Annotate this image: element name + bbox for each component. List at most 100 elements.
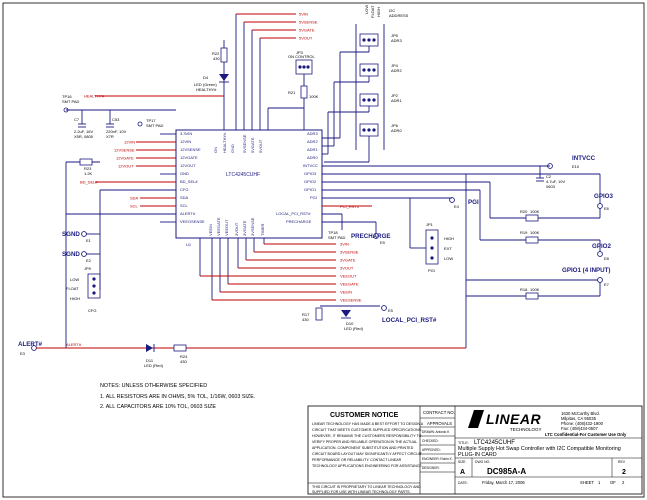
notice-line3: VERIFY PROPER AND RELIABLE OPERATION IN … [312,440,417,444]
addr-line1: Milpitas, CA 95035 [561,416,597,421]
notice-line6: PERFORMANCE OR RELIABILITY. CONTACT LINE… [312,458,402,462]
pin-12vout: 12VOUT [180,163,196,168]
tp16-val: SMT PAD [62,99,80,104]
jp1-ext: EXT [444,246,452,251]
r22-d4-healthy: R22 430 D4 LED (Green) HEALTHY# HEALTHY# [84,40,229,130]
pin-top-gnd: GND [230,144,235,153]
gpio3-name: GPIO3 [594,193,613,200]
notice-line2: HOWEVER, IT REMAINS THE CUSTOMERS RESPON… [312,434,422,438]
pin-precharge: PRECHARGE [286,219,312,224]
addr-float: FLOAT [370,5,375,18]
rev-label: REV [618,460,626,464]
c2-val2: 0603 [546,184,556,189]
pin-gpio3: GPIO3 [304,171,317,176]
addr-line2: Phone: (408)432-1900 [561,421,604,426]
pin-gpio2: GPIO2 [304,179,317,184]
r23-val: 1.2K [84,171,93,176]
tp16-ref: TP16 [62,94,72,99]
pin-gpio1: GPIO1 [304,187,317,192]
jp6-ref: JP6 [391,123,399,128]
net-scl: SCL [130,204,139,209]
title-desc: Multiple Supply Hot Swap Controller with… [458,446,621,452]
notice-line0: LINEAR TECHNOLOGY HAS MADE A BEST EFFORT… [312,422,424,426]
pin-bot-3vout: 3VOUT [234,222,239,236]
contract-no: CONTRACT NO. [423,410,455,415]
address-jumpers: LOW FLOAT HIGH I2C ADDRESS JP5 ADR3 JP4 … [322,5,409,163]
notes-title: NOTES: UNLESS OTHERWISE SPECIFIED [100,383,207,389]
drawn: DRAWN: Antonio K [422,430,450,434]
sheet-label: SHEET [580,480,594,485]
jp9-val: CFG [88,308,96,313]
net-veein: VEEIN [340,290,352,295]
jp9-float: FLOAT [66,286,79,291]
dwg-value: DC985A-A [487,467,526,476]
pin-intvcc: INTVCC [303,163,318,168]
pin-top-healthy: HEALTHY# [222,132,227,153]
net-veesense: VEESENSE [340,298,362,303]
pgi-ref: E4 [454,204,460,209]
net-alert: ALERT# [66,342,82,347]
proprietary-line1: SUPPLIED FOR USE WITH LINEAR TECHNOLOGY … [312,490,411,494]
net-3vout: 3VOUT [340,266,354,271]
ic-part: LTC4245CUHF [226,172,260,178]
intvcc-ref: E10 [572,164,580,169]
pin-local-rst: LOCAL_PCI_RST# [276,211,311,216]
of-value: 2 [622,480,625,485]
sheet-value: 1 [598,480,601,485]
net-5vout: 5VOUT [299,36,313,41]
gpio1-ref: E7 [604,282,610,287]
c2-ref: C2 [546,174,552,179]
sgnd2-ref: E2 [86,258,92,263]
sgnd1-name: SGND [62,231,80,238]
d11-ref: D11 [146,358,154,363]
top-nets: 5VIN 5VSENSE 5VGATE 5VOUT [235,12,318,130]
jp1-high: HIGH [444,236,454,241]
pin-alert: ALERT# [180,211,196,216]
precharge-area: PRECHARGE E9 TP18 SMT PAD [322,221,391,245]
pin-adr2: ADR2 [307,139,318,144]
jp3-ref: JP3 [296,50,304,55]
tp18-ref: TP18 [328,230,338,235]
pin-adr0: ADR0 [307,155,318,160]
net-12vgate: 12VGATE [116,156,134,161]
pin-gnd: GND [180,171,189,176]
pin-top-on: ON [213,147,218,153]
r20-ref: R20 [520,209,528,214]
dwg-label: DWG NO. [475,460,490,464]
r24-ref: R24 [180,354,188,359]
net-pci-rst: PCI_RST# [340,204,360,209]
d10-ref: D10 [346,321,354,326]
net-3vgate: 3VGATE [340,258,356,263]
precharge-name: PRECHARGE [351,233,391,240]
d11-val: LED (Red) [144,363,164,368]
pin-bot-veegate: VEEGATE [216,217,221,236]
logo-text: LINEAR [486,411,542,427]
c53-val2: X7R [106,134,114,139]
pin-12vin: 12VIN [180,139,191,144]
gpio2-name: GPIO2 [592,243,611,250]
jp6: JP6 ADR0 [359,123,402,137]
title-label: TITLE: [458,441,469,445]
c7-val2: X5R, 0805 [74,134,94,139]
r22-val: 430 [213,56,220,61]
title-part: LTC4245CUHF [474,440,515,446]
jp2-ref: JP2 [391,93,399,98]
addr-high: HIGH [376,7,381,17]
pin-bot-veein: VEEIN [208,224,213,236]
jp9-cfg: JP9 LOW FLOAT HIGH CFG [66,266,101,313]
jp2-name: ADR1 [391,98,402,103]
proprietary-line0: THIS CIRCUIT IS PROPRIETARY TO LINEAR TE… [312,485,421,489]
confidential: LTC Confidential-For Customer Use Only [545,432,627,437]
jp3-val: ON CONTROL [288,54,315,59]
jp6-name: ADR0 [391,128,402,133]
jp4-name: ADR2 [391,68,402,73]
pin-bot-veeout: VEEOUT [224,219,229,236]
rev-value: 2 [622,469,626,476]
local-rst-ref: E5 [388,308,394,313]
tp17-val: SMT PAD [146,123,164,128]
pin-top-5vgate: 5VGATE [250,137,255,153]
local-rst-name: LOCAL_PCI_RST# [382,317,437,324]
net-bdsel: BD_SEL# [80,180,98,185]
r20-val: 100K [530,209,540,214]
